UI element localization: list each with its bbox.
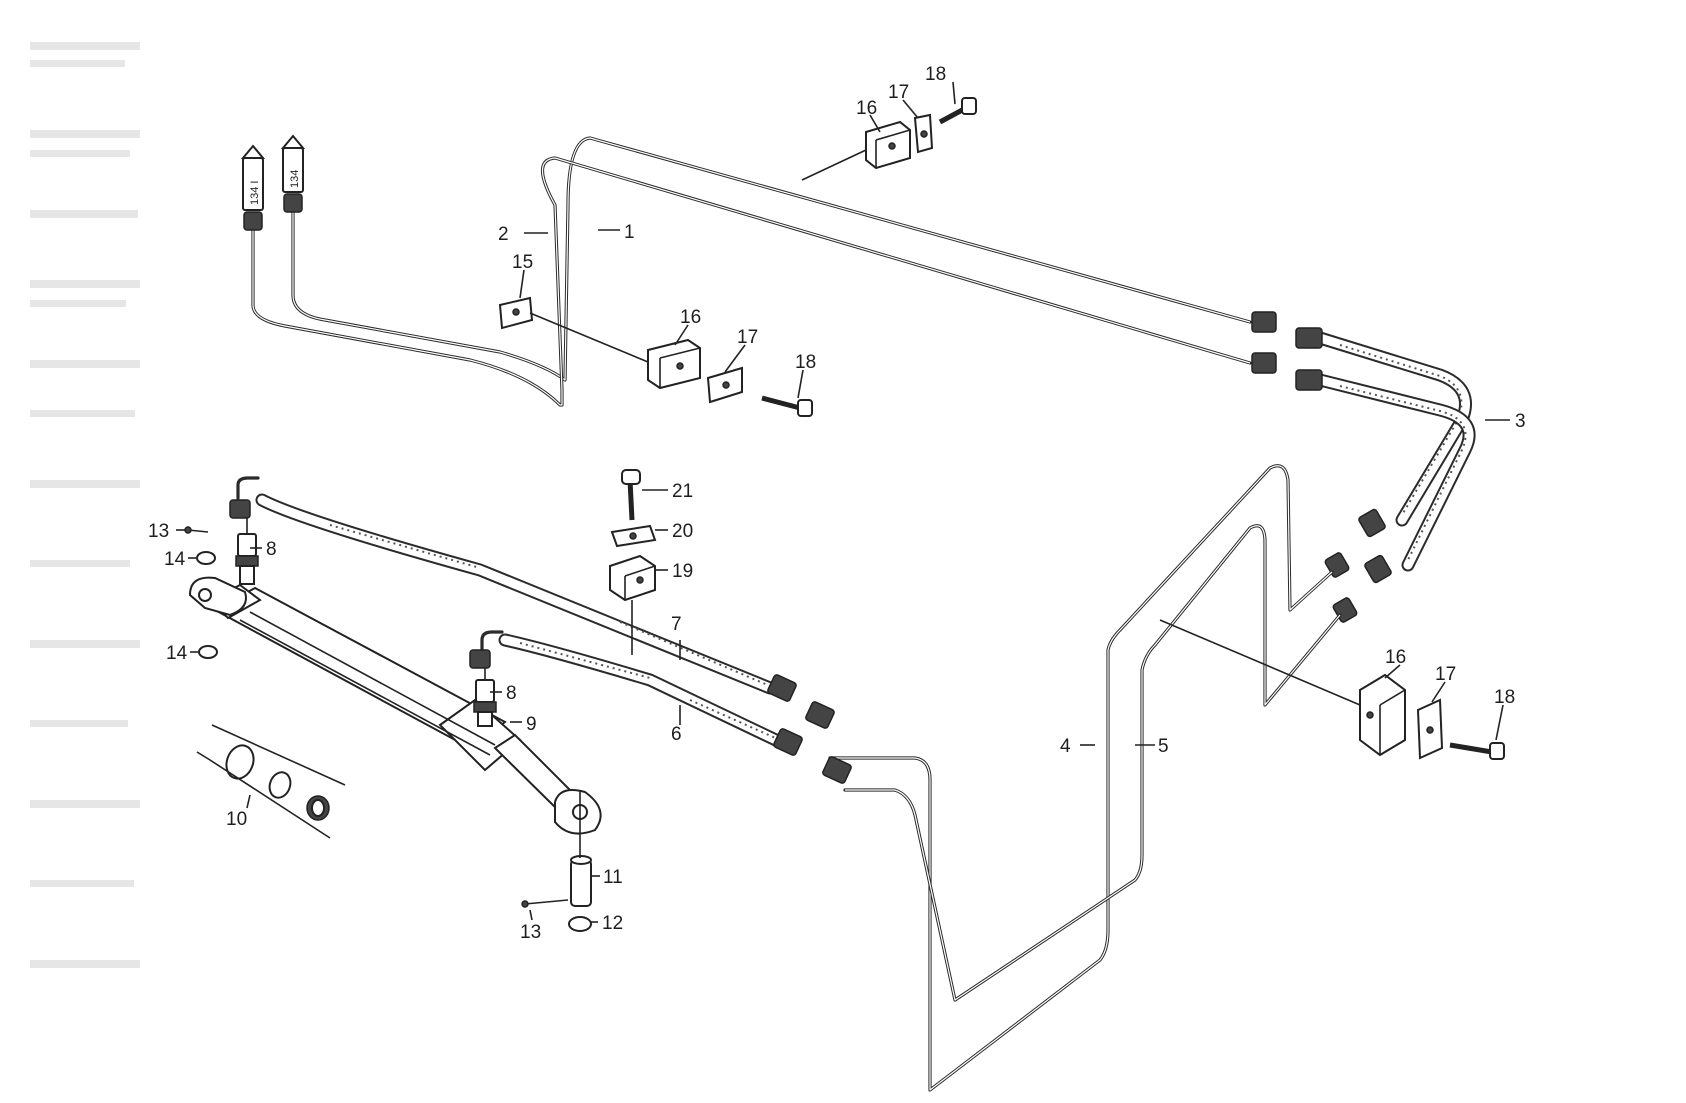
- hose-6: [480, 630, 803, 756]
- callout-3: 3: [1515, 411, 1526, 432]
- callout-10: 10: [226, 809, 247, 830]
- banjo-fitting-8-upper: [235, 533, 259, 585]
- hose-7: [236, 476, 797, 702]
- banjo-fitting-8-lower: [473, 679, 497, 727]
- callout-17-left: 17: [737, 327, 758, 348]
- callout-20: 20: [672, 521, 693, 542]
- pin-11: [570, 855, 592, 907]
- callout-8-lower: 8: [506, 683, 517, 704]
- callout-7: 7: [671, 614, 682, 635]
- hose-6-7-start-nuts: [229, 499, 491, 669]
- cotter-pin-13-lower: [521, 899, 569, 908]
- callout-18-left: 18: [795, 352, 816, 373]
- bolt-18-top: [938, 97, 977, 125]
- callout-16-top: 16: [856, 98, 877, 119]
- ghost-text-column: [30, 42, 140, 968]
- tag-right-label: 134: [289, 170, 301, 188]
- clamp-block-16-top: [865, 120, 911, 170]
- callout-16-left: 16: [680, 307, 701, 328]
- pipe-1: [291, 136, 1252, 382]
- callout-14-upper: 14: [164, 549, 186, 570]
- cotter-pin-13-upper: [184, 526, 209, 534]
- callout-11: 11: [603, 867, 623, 888]
- callout-1: 1: [624, 222, 635, 243]
- hose-3-end-fittings: [1324, 508, 1392, 623]
- callout-8-upper: 8: [266, 539, 277, 560]
- callout-numbers: 2 1 15 16 17 18 16 17 18 3 4 5 16 17 18 …: [148, 64, 1526, 943]
- callout-13-lower: 13: [520, 922, 541, 943]
- callout-17-right: 17: [1435, 664, 1456, 685]
- washer-14-lower: [198, 645, 218, 659]
- fitting-tag-right: 134: [280, 134, 306, 213]
- tag-left-label: 134 I: [249, 181, 261, 205]
- callout-16-right: 16: [1385, 647, 1406, 668]
- clamp-block-16-right: [1359, 673, 1406, 757]
- callout-13-upper: 13: [148, 521, 169, 542]
- hydraulic-cylinder: [188, 576, 602, 835]
- callout-19: 19: [672, 561, 693, 582]
- seal-kit-10: [196, 724, 346, 839]
- callout-17-top: 17: [888, 82, 909, 103]
- hose-3-lower: [1295, 369, 1476, 572]
- callout-18-right: 18: [1494, 687, 1515, 708]
- callout-21: 21: [672, 481, 693, 502]
- callout-leaders: [176, 81, 1510, 923]
- clamp-plate-17-left: [706, 366, 743, 404]
- callout-6: 6: [671, 724, 682, 745]
- callout-14-lower: 14: [166, 643, 188, 664]
- callout-2: 2: [498, 224, 509, 245]
- pipe-lower-end-nuts: [805, 701, 852, 784]
- callout-5: 5: [1158, 736, 1169, 757]
- callout-9: 9: [526, 714, 537, 735]
- pipe-2: [251, 156, 1252, 407]
- bolt-18-right: [1449, 742, 1505, 760]
- fitting-tag-left: 134 I: [240, 144, 266, 231]
- clamp-plate-15: [498, 296, 534, 330]
- clamp-block-16-left: [647, 338, 701, 390]
- callout-4: 4: [1060, 736, 1071, 757]
- clamp-plate-20: [610, 524, 657, 548]
- bolt-21: [621, 469, 641, 521]
- callout-12: 12: [602, 913, 623, 934]
- clamp-block-19: [609, 554, 656, 602]
- pipe-4: [828, 464, 1334, 1092]
- callout-18-top: 18: [925, 64, 946, 85]
- clamp-plate-17-top: [913, 113, 934, 154]
- washer-14-upper: [196, 551, 216, 565]
- pipe-end-nut-upper: [1251, 311, 1277, 374]
- clamp-plate-17-right: [1416, 698, 1444, 760]
- bolt-18-left: [761, 395, 813, 417]
- callout-15: 15: [512, 252, 533, 273]
- pipe-5: [843, 524, 1342, 1002]
- assembly-lines: [246, 149, 1361, 858]
- washer-12: [568, 916, 592, 932]
